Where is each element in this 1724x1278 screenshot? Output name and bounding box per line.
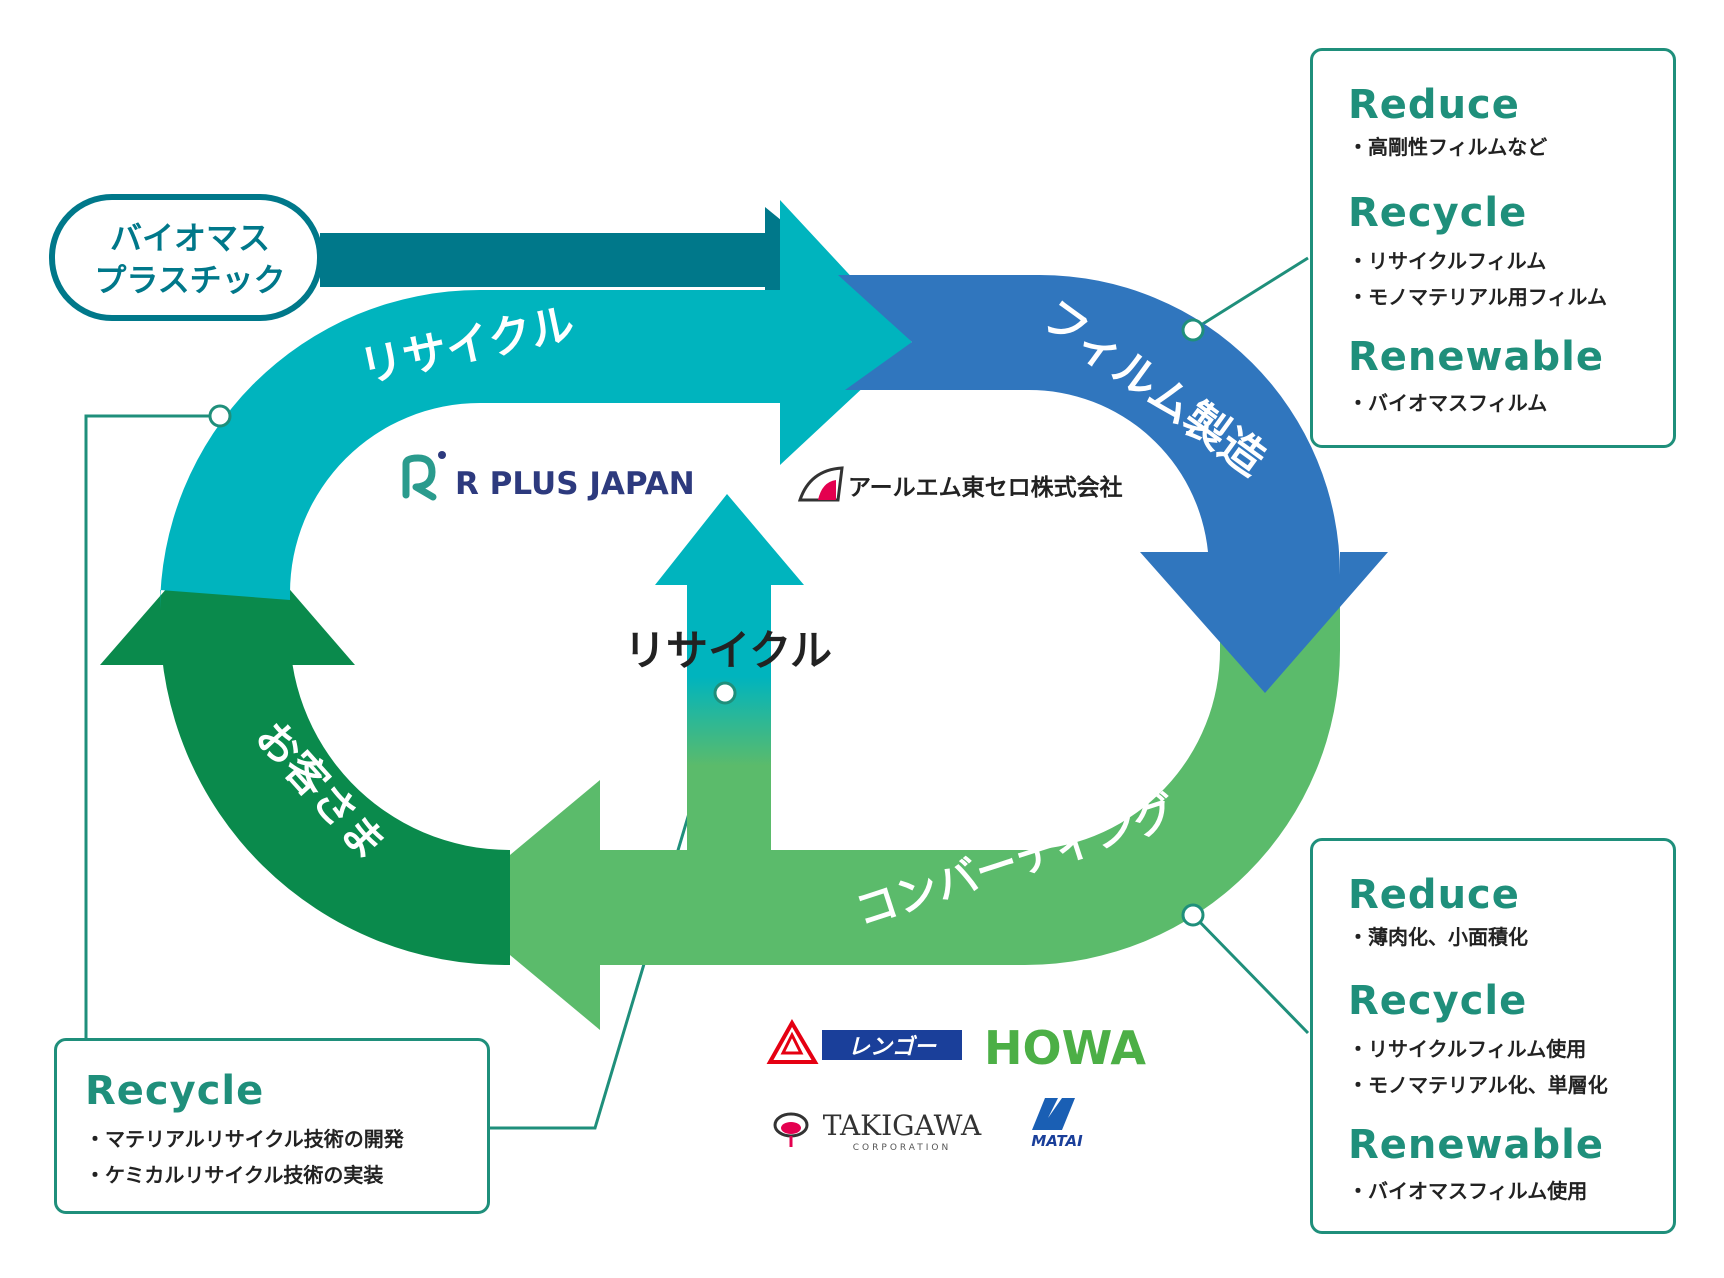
film-box-item: ・モノマテリアル用フィルム bbox=[1348, 285, 1607, 309]
recycle-box-item: ・ケミカルリサイクル技術の実装 bbox=[85, 1163, 384, 1187]
biomass-label-line2: プラスチック bbox=[94, 261, 285, 299]
rengo-mark bbox=[766, 1018, 819, 1064]
converting-box-item: ・リサイクルフィルム使用 bbox=[1348, 1037, 1587, 1061]
dot-recycle-center bbox=[713, 681, 737, 705]
dot-recycle-left bbox=[208, 404, 232, 428]
converting-info-box: Reduce ・薄肉化、小面積化 Recycle ・リサイクルフィルム使用 ・モ… bbox=[1310, 838, 1676, 1234]
rengo-text: レンゴー bbox=[848, 1034, 937, 1060]
film-box-item: ・バイオマスフィルム bbox=[1348, 391, 1548, 415]
converting-arrowhead bbox=[450, 780, 600, 1030]
film-box-item: ・高剛性フィルムなど bbox=[1348, 135, 1548, 159]
takigawa-sub-text: CORPORATION bbox=[853, 1143, 951, 1153]
logo-rengo: レンゴー bbox=[766, 1018, 962, 1064]
r-plus-japan-text: R PLUS JAPAN bbox=[455, 466, 695, 502]
recycle-box-heading: Recycle bbox=[85, 1068, 265, 1114]
logo-matai: MATAI bbox=[1031, 1098, 1083, 1150]
film-box-heading-reduce: Reduce bbox=[1348, 82, 1520, 128]
logo-takigawa: TAKIGAWA CORPORATION bbox=[773, 1109, 982, 1153]
converting-box-item: ・薄肉化、小面積化 bbox=[1348, 925, 1528, 949]
logo-rm-tohcello: アールエム東セロ株式会社 bbox=[797, 466, 1123, 502]
recycle-top-band bbox=[159, 200, 912, 612]
converting-box-heading-recycle: Recycle bbox=[1348, 978, 1528, 1024]
converting-box-heading-renewable: Renewable bbox=[1348, 1122, 1604, 1168]
logo-r-plus-japan: R PLUS JAPAN bbox=[402, 451, 695, 502]
biomass-label-line1: バイオマス bbox=[110, 219, 270, 257]
dot-film bbox=[1181, 318, 1205, 342]
takigawa-text: TAKIGAWA bbox=[823, 1109, 982, 1142]
matai-mark bbox=[1032, 1098, 1075, 1130]
center-label-recycle: リサイクル bbox=[624, 626, 832, 675]
logo-howa: HOWA bbox=[984, 1021, 1146, 1075]
dot-converting bbox=[1181, 903, 1205, 927]
recycle-info-box: Recycle ・マテリアルリサイクル技術の開発 ・ケミカルリサイクル技術の実装 bbox=[54, 1038, 490, 1214]
connector-lines bbox=[84, 256, 1310, 1130]
converting-band bbox=[595, 600, 1340, 965]
customer-band bbox=[160, 620, 510, 966]
film-box-item: ・リサイクルフィルム bbox=[1348, 249, 1547, 273]
converting-box-item: ・モノマテリアル化、単層化 bbox=[1348, 1073, 1608, 1097]
recycle-box-item: ・マテリアルリサイクル技術の開発 bbox=[85, 1127, 404, 1151]
connector-recycle-left bbox=[84, 414, 220, 1038]
biomass-input-pill: バイオマス プラスチック bbox=[49, 194, 323, 321]
rm-tohcello-text: アールエム東セロ株式会社 bbox=[848, 474, 1123, 501]
connector-film bbox=[1192, 256, 1309, 332]
converting-box-item: ・バイオマスフィルム使用 bbox=[1348, 1179, 1588, 1203]
connector-recycle-center bbox=[490, 692, 727, 1130]
biomass-input-arrow bbox=[320, 207, 830, 313]
r-plus-mark bbox=[402, 454, 437, 501]
film-info-box: Reduce ・高剛性フィルムなど Recycle ・リサイクルフィルム ・モノ… bbox=[1310, 48, 1676, 448]
converting-box-heading-reduce: Reduce bbox=[1348, 872, 1520, 918]
film-box-heading-recycle: Recycle bbox=[1348, 190, 1528, 236]
connector-dots bbox=[208, 318, 1205, 927]
film-box-heading-renewable: Renewable bbox=[1348, 334, 1604, 380]
film-band bbox=[838, 275, 1388, 693]
matai-text: MATAI bbox=[1031, 1132, 1083, 1150]
connector-converting bbox=[1191, 913, 1310, 1035]
